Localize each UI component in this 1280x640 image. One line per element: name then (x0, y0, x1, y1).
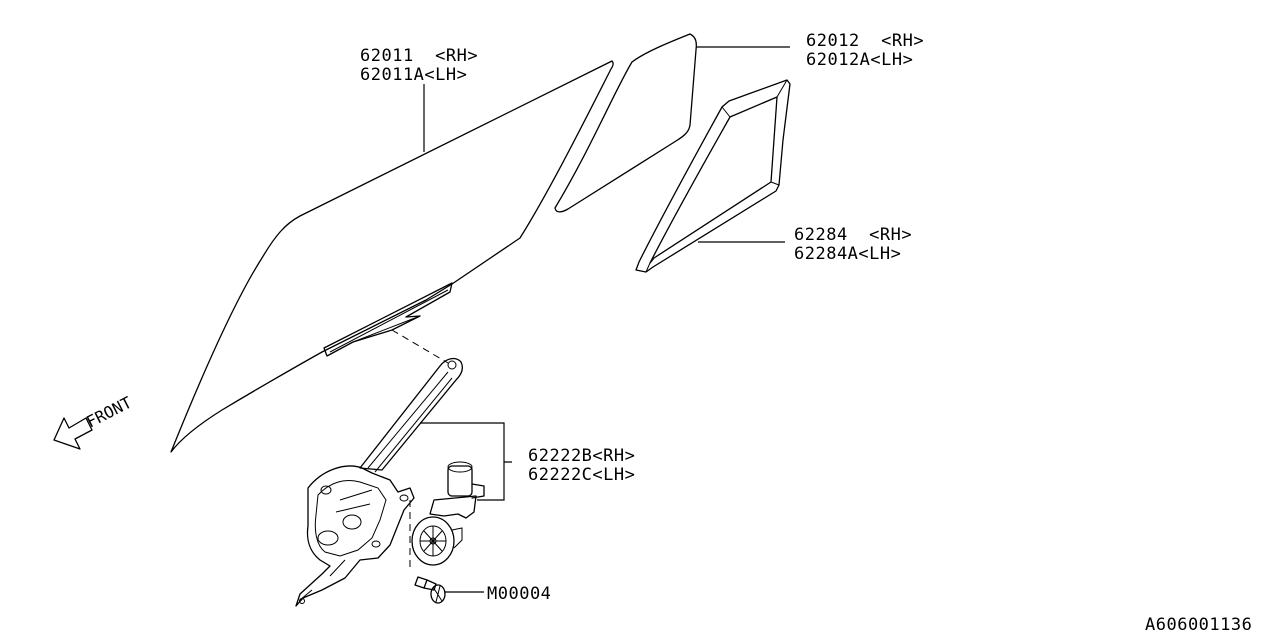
glass-bottom-channel (323, 282, 453, 357)
diagram-code: A606001136 (1145, 615, 1252, 635)
callout-62222c-lh: 62222C<LH> (528, 465, 635, 485)
sash-weatherstrip[interactable] (635, 79, 791, 273)
callout-m00004: M00004 (487, 584, 551, 604)
rear-quarter-glass[interactable] (554, 33, 697, 213)
front-label: FRONT (83, 393, 135, 432)
bolt[interactable] (414, 576, 446, 604)
callout-62284-rh: 62284 <RH> (794, 225, 912, 245)
callout-62012a-lh: 62012A<LH> (806, 50, 913, 70)
hollow-arrow-left-icon (53, 417, 93, 450)
callout-62011a-lh: 62011A<LH> (360, 65, 467, 85)
front-door-glass[interactable] (170, 60, 614, 453)
callout-62222b-rh: 62222B<RH> (528, 446, 635, 466)
callout-62011-rh: 62011 <RH> (360, 46, 478, 66)
front-direction-indicator: FRONT (53, 393, 135, 450)
callout-62284a-lh: 62284A<LH> (794, 244, 901, 264)
channel-to-regulator-dash (391, 329, 449, 364)
window-regulator[interactable] (295, 357, 485, 607)
leader-regulator (420, 422, 512, 501)
callout-62012-rh: 62012 <RH> (806, 31, 924, 51)
